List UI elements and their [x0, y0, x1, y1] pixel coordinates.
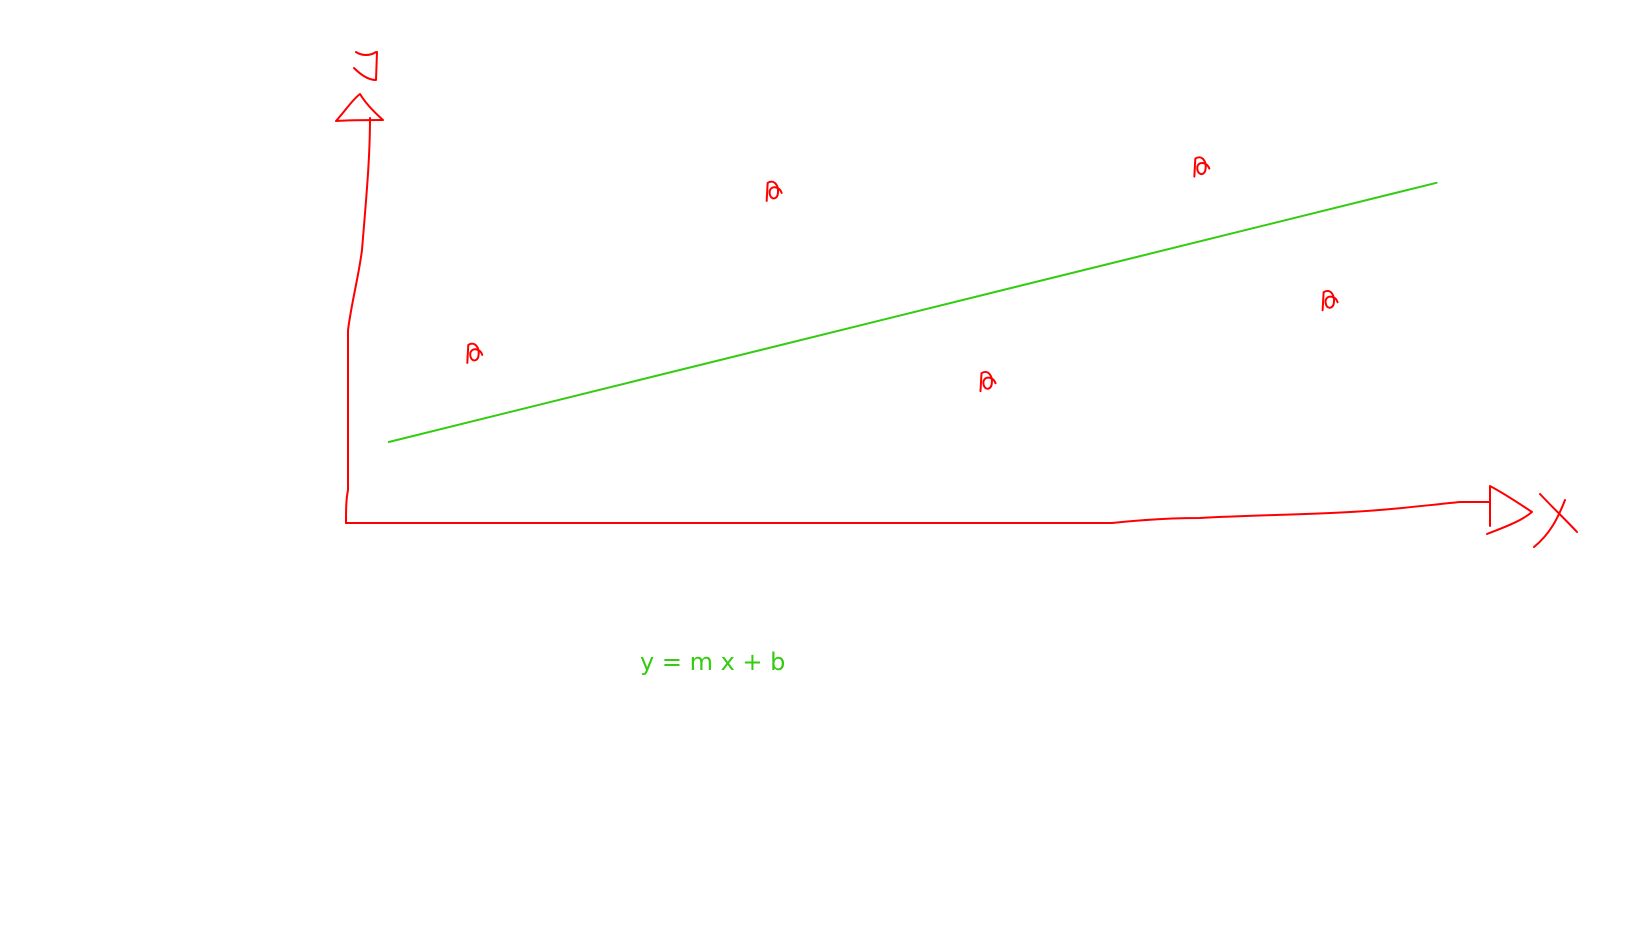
formula-text: y = m x + b — [640, 648, 786, 676]
y-axis — [345, 117, 371, 524]
data-points — [466, 156, 1339, 393]
x-axis-arrowhead — [1486, 485, 1533, 535]
y-axis-arrowhead — [335, 93, 384, 122]
y-axis-label-sketch — [353, 51, 378, 81]
fit-line — [387, 181, 1438, 443]
data-point-5 — [1321, 290, 1339, 312]
x-axis — [345, 501, 1491, 524]
data-point-3 — [979, 371, 997, 393]
data-point-4 — [1193, 156, 1211, 178]
data-point-1 — [466, 342, 484, 364]
data-point-2 — [765, 180, 783, 202]
fit-line-group — [387, 181, 1438, 443]
x-axis-label-sketch — [1533, 493, 1578, 548]
